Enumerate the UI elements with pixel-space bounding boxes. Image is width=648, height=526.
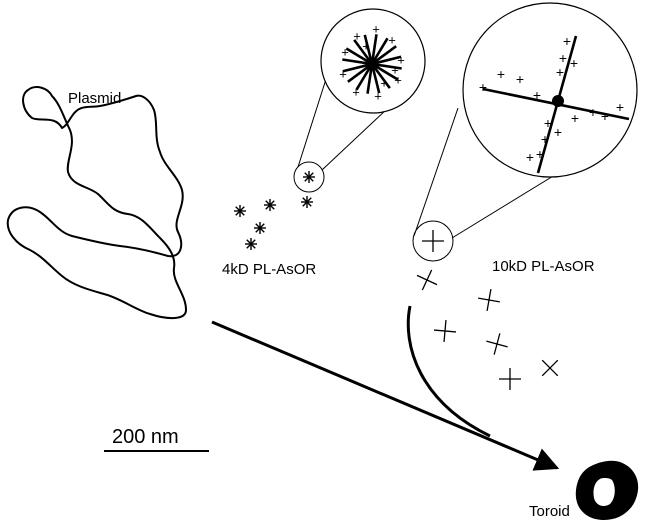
cross-particle xyxy=(541,359,559,377)
star-core xyxy=(368,60,376,68)
charge-plus: + xyxy=(571,110,579,126)
charge-plus: + xyxy=(374,89,382,104)
charge-plus: + xyxy=(526,149,534,165)
pl4-particles xyxy=(234,171,315,250)
charge-plus: + xyxy=(497,66,505,82)
scale-bar-label: 200 nm xyxy=(112,426,179,448)
charge-plus: + xyxy=(616,99,624,115)
charge-plus: + xyxy=(380,76,388,91)
charge-plus: + xyxy=(516,71,524,87)
cross-core xyxy=(552,95,564,107)
pl4-selected-ring xyxy=(293,161,325,193)
asterisk-particle xyxy=(254,222,266,234)
charge-plus: + xyxy=(559,50,567,66)
charge-plus: + xyxy=(570,55,578,71)
charge-plus: + xyxy=(563,33,571,49)
charge-plus: + xyxy=(556,64,564,80)
charge-plus: + xyxy=(554,124,562,140)
pl10-zoom-circle xyxy=(462,2,638,178)
toroid-shape xyxy=(575,460,639,520)
charge-plus: + xyxy=(601,108,609,124)
charge-plus: + xyxy=(341,45,349,60)
cross-particle xyxy=(499,368,521,390)
asterisk-particle xyxy=(234,205,246,217)
cross-particle xyxy=(433,319,457,343)
charge-plus: + xyxy=(372,22,380,37)
charge-plus: + xyxy=(544,115,552,131)
cross-particle xyxy=(486,333,508,355)
charge-plus: + xyxy=(352,85,360,100)
charge-plus: + xyxy=(533,87,541,103)
charge-plus: + xyxy=(391,63,399,78)
cross-particle xyxy=(478,289,500,311)
asterisk-particle xyxy=(264,199,276,211)
charge-plus: + xyxy=(536,146,544,162)
charge-plus: + xyxy=(397,53,405,68)
charge-plus: + xyxy=(353,29,361,44)
charge-plus: + xyxy=(589,104,597,120)
pl10-to-toroid-curve xyxy=(406,305,491,438)
charge-plus: + xyxy=(388,33,396,48)
charge-plus: + xyxy=(541,131,549,147)
pl10-zoom-line-left xyxy=(413,107,459,237)
charge-plus: + xyxy=(362,39,370,54)
plasmid-to-toroid-arrow xyxy=(211,320,560,471)
plasmid-label: Plasmid xyxy=(68,90,121,107)
pl10-particles xyxy=(416,230,559,390)
asterisk-particle xyxy=(245,238,257,250)
pl10-label: 10kD PL-AsOR xyxy=(492,258,595,275)
pl4-zoom-detail: ++++++++++++ xyxy=(339,22,405,104)
asterisk-particle xyxy=(303,171,315,183)
charge-plus: + xyxy=(394,73,402,88)
charge-plus: + xyxy=(339,67,347,82)
toroid-label: Toroid xyxy=(529,503,570,520)
pl4-zoom-line-left xyxy=(297,75,328,168)
pl10-selected-ring xyxy=(412,220,454,262)
cross-particle xyxy=(422,230,444,252)
asterisk-particle xyxy=(301,196,313,208)
pl4-label: 4kD PL-AsOR xyxy=(222,261,316,278)
pl10-zoom-detail: +++++++++++++++++ xyxy=(479,33,630,174)
plasmid-loop xyxy=(6,86,187,320)
charge-plus: + xyxy=(479,79,487,95)
cross-particle xyxy=(416,269,438,291)
